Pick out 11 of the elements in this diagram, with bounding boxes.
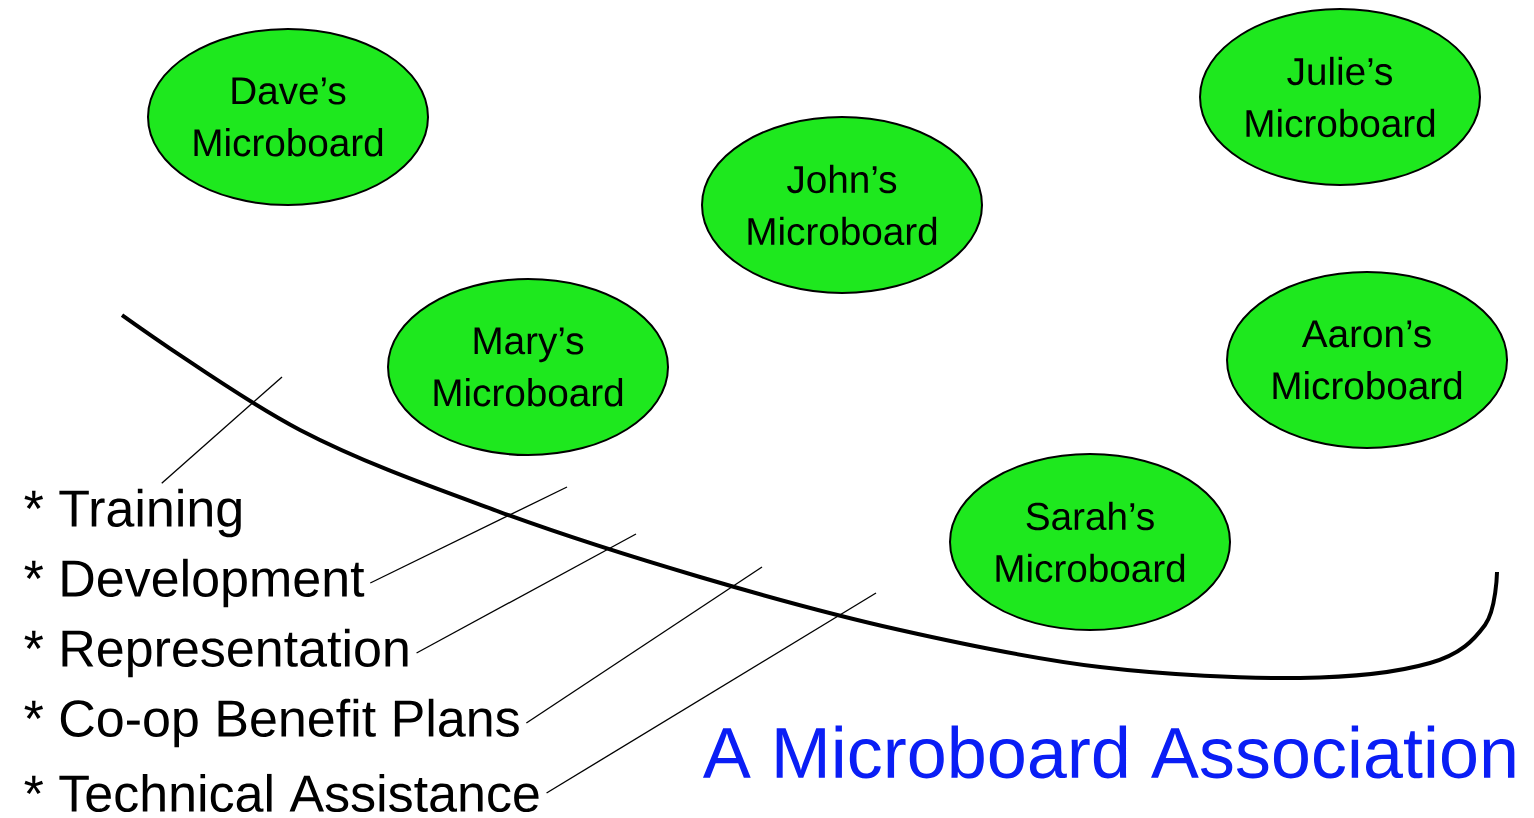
title: A Microboard Association xyxy=(702,725,1515,779)
leader-line xyxy=(369,486,568,584)
list-item: * Training xyxy=(24,488,241,538)
list-item: * Co-op Benefit Plans xyxy=(24,698,519,748)
leader-line xyxy=(415,533,637,654)
leader-line xyxy=(545,592,877,794)
leader-line xyxy=(161,376,283,484)
list-item: * Technical Assistance xyxy=(24,773,539,813)
list-item: * Representation xyxy=(24,628,408,678)
leader-line xyxy=(525,566,763,724)
list-item: * Development xyxy=(24,558,365,608)
